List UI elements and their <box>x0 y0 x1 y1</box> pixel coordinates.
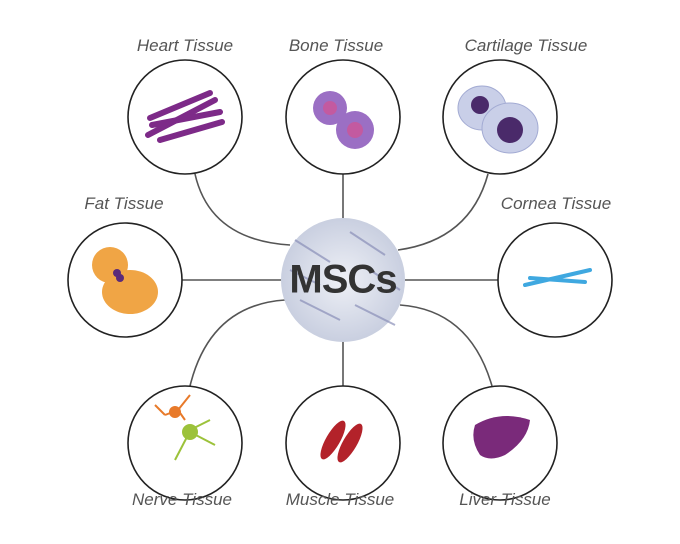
msc-center-circle <box>281 218 405 342</box>
heart-muscle-fibers-icon <box>145 90 225 143</box>
label-fat-tissue: Fat Tissue <box>84 194 164 213</box>
label-bone-tissue: Bone Tissue <box>288 36 384 55</box>
label-cartilage-tissue: Cartilage Tissue <box>464 36 588 55</box>
liver-icon <box>473 416 530 459</box>
connector-liver <box>399 304 493 387</box>
muscle-cells-icon <box>320 420 363 463</box>
fat-cells-icon <box>92 247 158 314</box>
bone-cells-icon <box>313 91 374 149</box>
cartilage-cells-icon <box>457 85 539 154</box>
msc-cells-texture <box>289 231 401 326</box>
label-nerve-tissue: Nerve Tissue <box>132 490 232 509</box>
cornea-cells-icon <box>523 268 592 287</box>
label-liver-tissue: Liver Tissue <box>459 490 551 509</box>
label-cornea-tissue: Cornea Tissue <box>500 194 612 213</box>
nerve-tissue-circle <box>127 385 243 501</box>
label-muscle-tissue: Muscle Tissue <box>285 490 395 509</box>
connector-cartilage <box>397 173 489 251</box>
connector-heart <box>194 173 291 246</box>
connector-nerve <box>189 299 286 387</box>
connector-lines <box>182 173 498 387</box>
msc-center-label: MSCs <box>289 257 397 302</box>
label-heart-tissue: Heart Tissue <box>136 36 234 55</box>
